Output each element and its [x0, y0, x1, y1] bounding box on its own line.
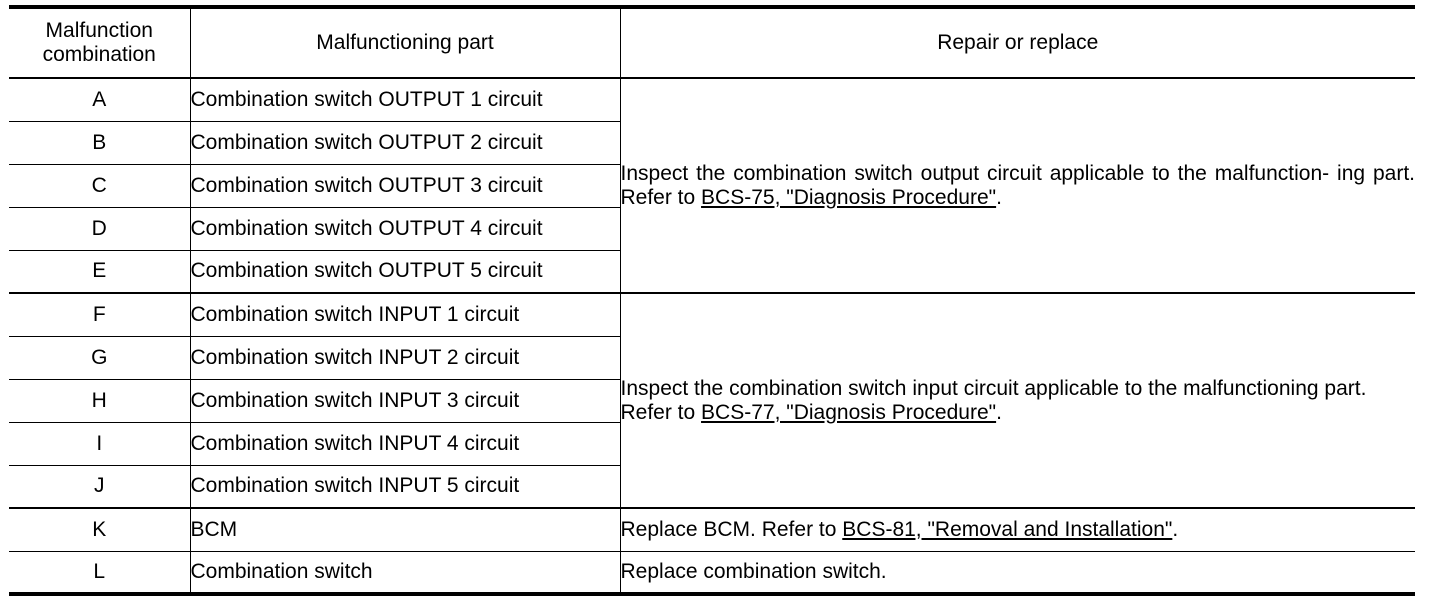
row-part: Combination switch OUTPUT 5 circuit	[189, 249, 620, 294]
link-bcs-81-removal-and-installation[interactable]: BCS-81, "Removal and Installation"	[842, 517, 1173, 541]
table-row: F Combination switch INPUT 1 circuit Ins…	[9, 292, 1415, 509]
link-bcs-77-diagnosis-procedure[interactable]: BCS-77, "Diagnosis Procedure"	[701, 400, 997, 424]
row-letter: H	[9, 378, 190, 423]
table-row: L Combination switch Replace combination…	[9, 550, 1415, 595]
row-part: Combination switch OUTPUT 3 circuit	[189, 163, 620, 208]
row-part: Combination switch OUTPUT 2 circuit	[189, 120, 620, 165]
row-letter: K	[9, 507, 190, 552]
row-letter: L	[9, 550, 190, 595]
output-circuit-action: Inspect the combination switch output ci…	[619, 77, 1415, 294]
row-letter: B	[9, 120, 190, 165]
row-part: Combination switch INPUT 5 circuit	[189, 464, 620, 509]
table-row: G Combination switch INPUT 2 circuit	[9, 335, 1415, 380]
input-circuit-action: Inspect the combination switch input cir…	[619, 292, 1415, 509]
row-part: Combination switch INPUT 3 circuit	[189, 378, 620, 423]
header-malfunction-combination: Malfunction combination	[9, 6, 190, 79]
row-part: Combination switch	[189, 550, 620, 595]
table-row: D Combination switch OUTPUT 4 circuit	[9, 206, 1415, 251]
row-letter: F	[9, 292, 190, 337]
row-letter: D	[9, 206, 190, 251]
row-letter: G	[9, 335, 190, 380]
header-malfunctioning-part: Malfunctioning part	[189, 6, 620, 79]
table-row: A Combination switch OUTPUT 1 circuit In…	[9, 77, 1415, 294]
row-part: BCM	[189, 507, 620, 552]
row-letter: I	[9, 421, 190, 466]
row-part: Combination switch INPUT 2 circuit	[189, 335, 620, 380]
table-row: C Combination switch OUTPUT 3 circuit	[9, 163, 1415, 208]
malfunction-table: Malfunction combination Malfunctioning p…	[9, 5, 1415, 596]
row-letter: E	[9, 249, 190, 294]
row-part: Combination switch INPUT 4 circuit	[189, 421, 620, 466]
header-row: Malfunction combination Malfunctioning p…	[9, 6, 1415, 79]
row-part: Combination switch OUTPUT 4 circuit	[189, 206, 620, 251]
row-letter: C	[9, 163, 190, 208]
row-part: Combination switch INPUT 1 circuit	[189, 292, 620, 337]
row-letter: A	[9, 77, 190, 122]
table-row: H Combination switch INPUT 3 circuit	[9, 378, 1415, 423]
table-row: B Combination switch OUTPUT 2 circuit	[9, 120, 1415, 165]
row-letter: J	[9, 464, 190, 509]
table-row: K BCM Replace BCM. Refer to BCS-81, "Rem…	[9, 507, 1415, 552]
header-repair-or-replace: Repair or replace	[619, 6, 1415, 79]
table-row: I Combination switch INPUT 4 circuit	[9, 421, 1415, 466]
bcm-action: Replace BCM. Refer to BCS-81, "Removal a…	[619, 507, 1415, 552]
link-bcs-75-diagnosis-procedure[interactable]: BCS-75, "Diagnosis Procedure"	[701, 185, 997, 209]
switch-action: Replace combination switch.	[619, 550, 1415, 595]
table-row: J Combination switch INPUT 5 circuit	[9, 464, 1415, 509]
row-part: Combination switch OUTPUT 1 circuit	[189, 77, 620, 122]
